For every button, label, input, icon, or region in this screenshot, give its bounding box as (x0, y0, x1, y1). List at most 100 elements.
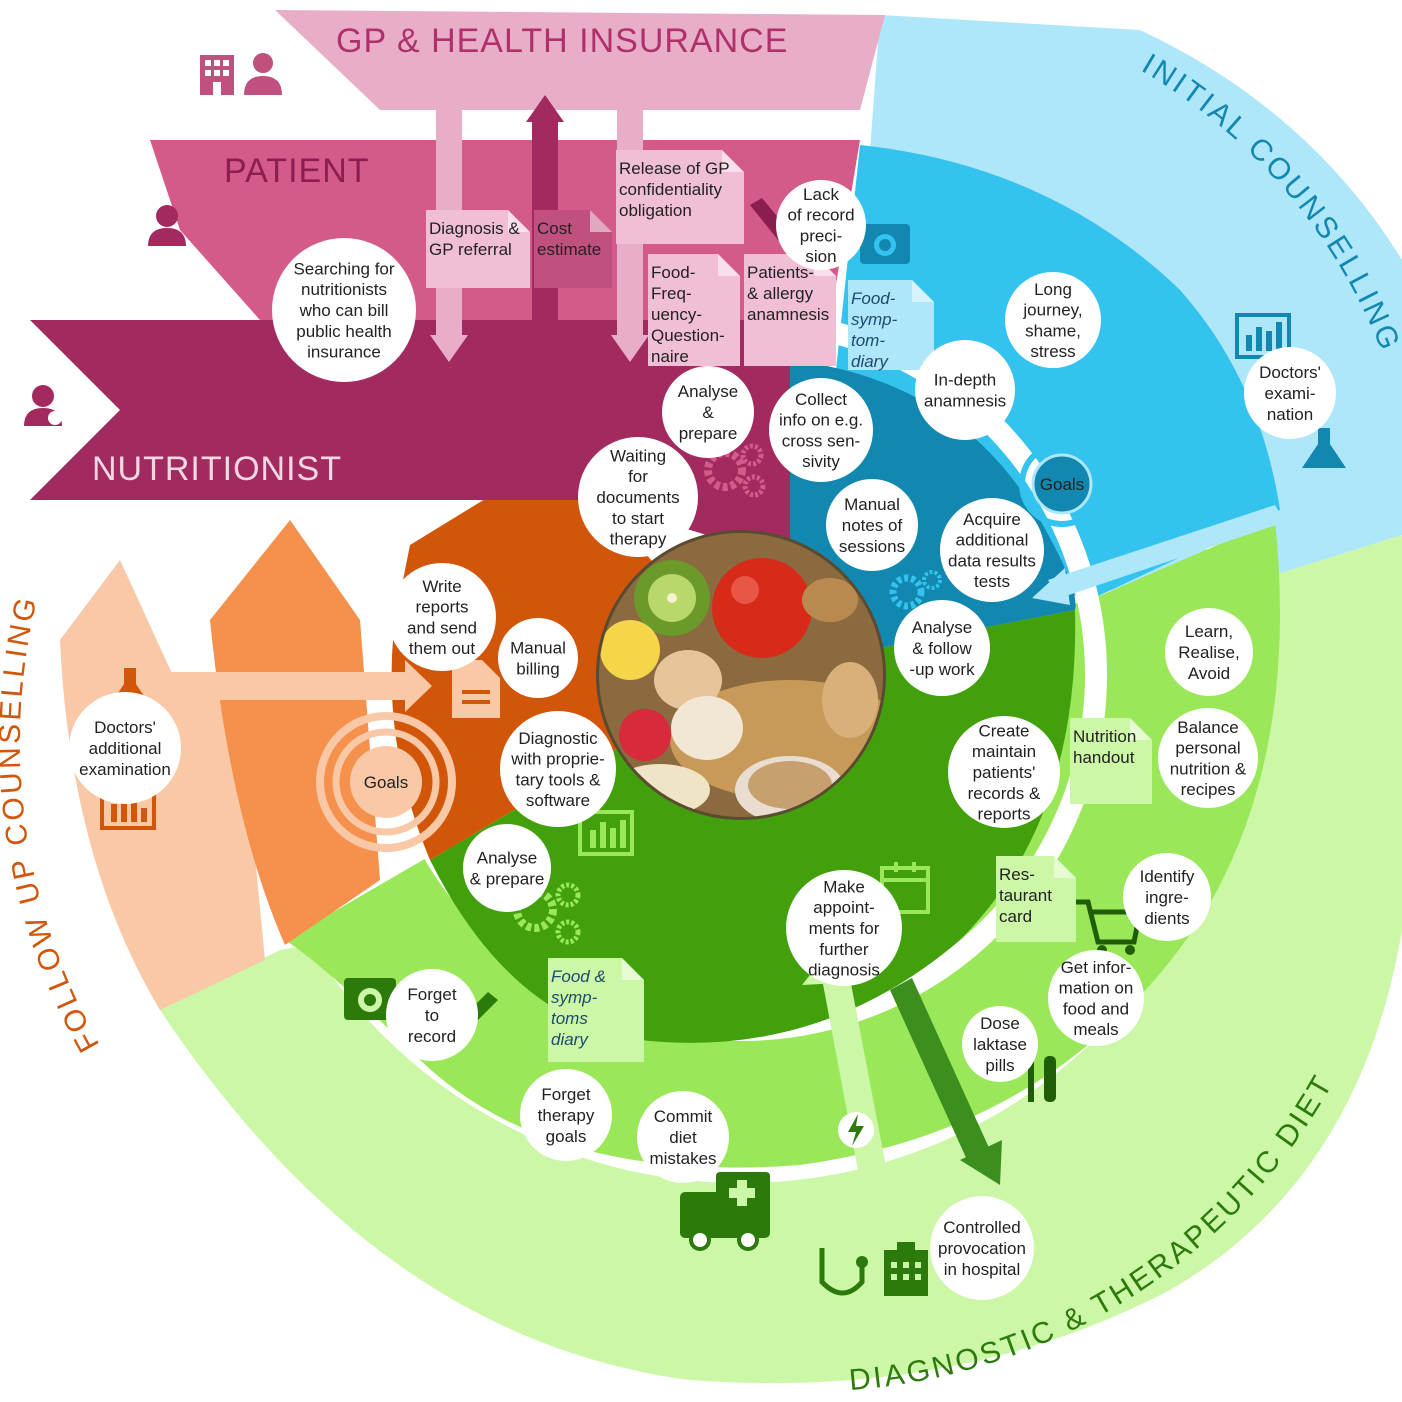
circle-line: nutritionists (301, 280, 387, 299)
stethoscope-icon (819, 1248, 868, 1296)
doc-line: confidentiality (619, 180, 723, 199)
circle-line: reports (978, 805, 1031, 824)
circle-line: Forget (407, 985, 456, 1004)
diagnostic-inner (430, 610, 1076, 1043)
circle-line: Goals (364, 773, 408, 792)
svg-text:Goals: Goals (364, 773, 408, 792)
circle-line: info on e.g. (779, 411, 863, 430)
circle-line: meals (1073, 1020, 1118, 1039)
svg-text:Analyse& follow-up work: Analyse& follow-up work (909, 618, 975, 679)
circle-line: Searching for (293, 259, 394, 278)
circle-line: Analyse (477, 849, 537, 868)
target-icon-follow (316, 712, 456, 852)
gears-icon-initial (889, 570, 942, 610)
flask-icon (1302, 428, 1346, 468)
circle-line: Long (1034, 280, 1072, 299)
cutlery-icon (1028, 1056, 1056, 1102)
circle-line: nutrition & (1170, 759, 1247, 778)
doc-line: handout (1073, 748, 1135, 767)
circle-line: Analyse (678, 382, 738, 401)
hospital-icon (884, 1242, 928, 1296)
circle-line: Manual (510, 639, 566, 658)
circle-analyse-prepare-top: Analyse&prepare (662, 366, 754, 458)
circle-line: therapy (538, 1106, 595, 1125)
circle-line: additional (956, 531, 1029, 550)
svg-text:Food-Freq-uency-Question-naire: Food-Freq-uency-Question-naire (651, 263, 725, 366)
circle-line: recipes (1181, 780, 1236, 799)
gp-insurance-banner: GP & HEALTH INSURANCE (275, 10, 885, 110)
doc-line: Release of GP (619, 159, 730, 178)
circle-line: Analyse (912, 618, 972, 637)
doc-line: toms (551, 1009, 588, 1028)
doc-line: Diagnosis & (429, 219, 520, 238)
doc-line: symp- (851, 310, 898, 329)
svg-text:Doctors'exami-nation: Doctors'exami-nation (1259, 363, 1321, 424)
doc-diagnosis-referral: Diagnosis & GP referral (426, 210, 530, 288)
circle-line: -up work (909, 660, 975, 679)
center-food-image (596, 530, 886, 820)
circle-line: in hospital (944, 1260, 1021, 1279)
circle-line: Write (422, 577, 461, 596)
doc-line: obligation (619, 201, 692, 220)
doctor-icon (244, 53, 282, 95)
circle-line: Commit (654, 1107, 713, 1126)
circle-line: Learn, (1185, 622, 1233, 641)
doc-line: Question- (651, 326, 725, 345)
circle-line: food and (1063, 999, 1129, 1018)
circle-line: mation on (1059, 979, 1134, 998)
circle-line: notes of (842, 516, 903, 535)
camera-icon-bottom (344, 978, 396, 1020)
circle-line: records & (968, 784, 1041, 803)
circle-line: & (702, 403, 714, 422)
circle-line: ments for (809, 919, 880, 938)
circle-analyse-prepare-bottom: Analyse& prepare (463, 824, 551, 912)
doc-line: GP referral (429, 240, 512, 259)
doc-line: Freq- (651, 284, 692, 303)
circle-line: public health (296, 322, 391, 341)
doc-release-gp: Release of GP confidentiality obligation (616, 150, 744, 244)
circle-line: software (526, 791, 590, 810)
circle-line: Controlled (943, 1218, 1021, 1237)
circle-line: them out (409, 639, 475, 658)
doc-line: & allergy (747, 284, 814, 303)
circle-line: data results (948, 551, 1036, 570)
circle-line: cross sen- (782, 431, 860, 450)
svg-text:Food-symp-tom-diary: Food-symp-tom-diary (851, 289, 898, 371)
circle-line: anamnesis (924, 391, 1006, 410)
circle-line: & prepare (470, 869, 545, 888)
document-icon (452, 660, 500, 718)
circle-line: who can bill (299, 301, 389, 320)
circles-layer: Searching for nutritionists who can bill pu… (69, 180, 1336, 1300)
patient-banner-label: PATIENT (224, 152, 370, 190)
circle-searching: Searching for nutritionists who can bill pu… (272, 238, 416, 382)
svg-text:Diagnosis &GP referral: Diagnosis & GP referral (429, 219, 520, 259)
circle-line: pills (985, 1056, 1014, 1075)
circle-goals-initial: Goals (1040, 475, 1084, 494)
circle-line: laktase (973, 1035, 1027, 1054)
doc-line: Food- (651, 263, 695, 282)
doc-line: Food- (851, 289, 896, 308)
